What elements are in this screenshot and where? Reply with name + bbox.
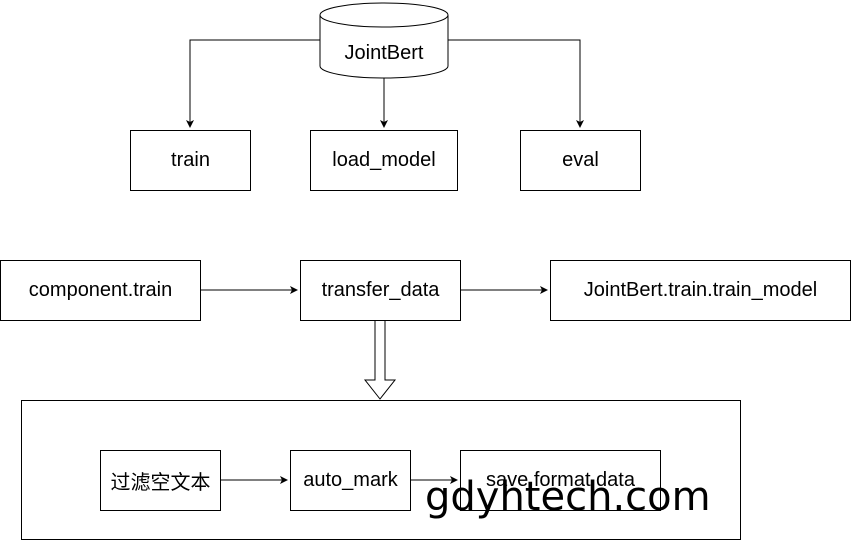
watermark-text: gdyhtech.com bbox=[425, 474, 711, 520]
save-format-data-label: save format data bbox=[486, 469, 635, 491]
train-node: train bbox=[130, 130, 251, 191]
jointbert-train-model-node: JointBert.train.train_model bbox=[550, 260, 851, 321]
database-cylinder bbox=[319, 2, 449, 79]
eval-node: eval bbox=[520, 130, 641, 191]
auto-mark-node: auto_mark bbox=[290, 450, 411, 511]
filter-empty-text-label: 过滤空文本 bbox=[110, 472, 211, 494]
transfer-data-node: transfer_data bbox=[300, 260, 461, 321]
sub-process-container bbox=[21, 400, 741, 540]
jointbert-train-model-label: JointBert.train.train_model bbox=[583, 279, 818, 301]
database-label: JointBert bbox=[344, 41, 424, 64]
filter-empty-text-node: 过滤空文本 bbox=[100, 450, 221, 511]
edge-db-to-train bbox=[186, 39, 320, 128]
edge-db-to-eval bbox=[448, 39, 584, 128]
train-label: train bbox=[171, 149, 210, 171]
component-train-label: component.train bbox=[28, 279, 173, 301]
load-model-label: load_model bbox=[332, 149, 436, 171]
hollow-down-arrow bbox=[363, 319, 397, 400]
load-model-node: load_model bbox=[310, 130, 458, 191]
save-format-data-node: save format data bbox=[460, 450, 661, 511]
eval-label: eval bbox=[562, 149, 599, 171]
component-train-node: component.train bbox=[0, 260, 201, 321]
auto-mark-label: auto_mark bbox=[303, 469, 398, 491]
transfer-data-label: transfer_data bbox=[321, 279, 440, 301]
